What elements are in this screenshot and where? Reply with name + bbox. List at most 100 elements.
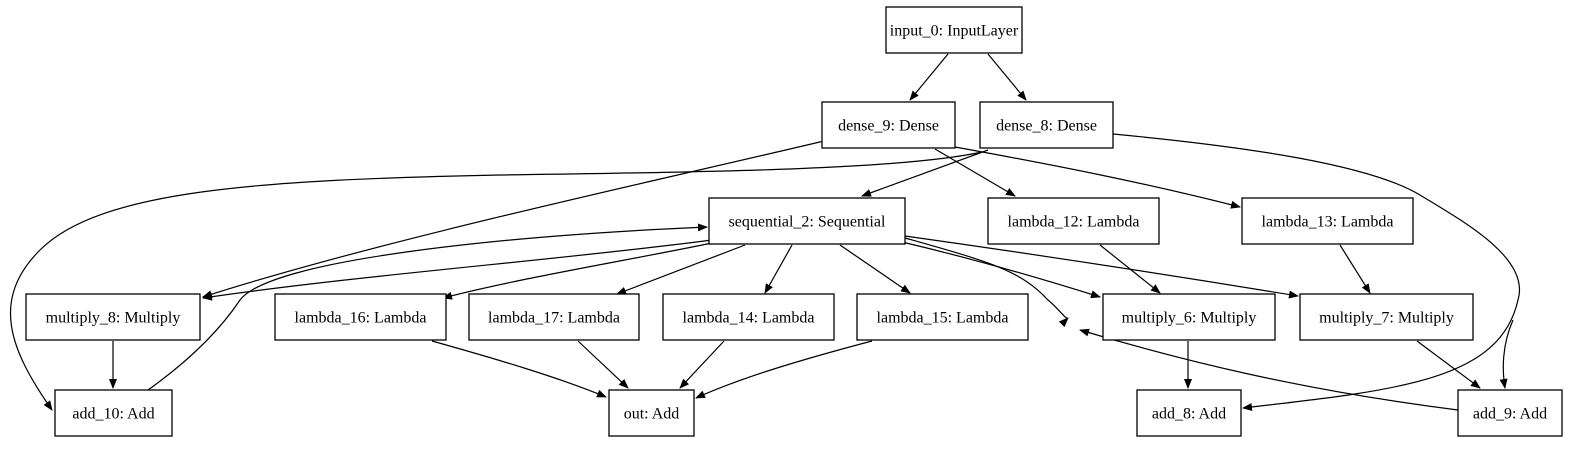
node-box (708, 197, 906, 245)
node-label: multiply_6: Multiply (1122, 310, 1257, 327)
nodes-layer: input_0: InputLayer dense_9: Dense dense_8… (25, 6, 1563, 437)
edge-path (954, 146, 1241, 209)
edge-path (147, 223, 708, 391)
edge-dense_9-to-lambda_13 (954, 146, 1241, 209)
edge-sequential_2-to-multiply_8 (202, 239, 713, 301)
node-label: multiply_8: Multiply (46, 310, 181, 327)
node-lambda_16: lambda_16: Lambda (274, 293, 447, 341)
node-multiply_7: multiply_7: Multiply (1299, 293, 1474, 341)
node-add_10: add_10: Add (54, 389, 173, 437)
node-box (274, 293, 447, 341)
edge-path (839, 244, 911, 294)
edge-sequential_2-to-lambda_17 (616, 244, 746, 295)
edge-sequential_2-to-lambda_14 (764, 244, 793, 294)
edge-path (202, 239, 713, 301)
node-label: multiply_7: Multiply (1319, 310, 1454, 327)
node-input_0: input_0: InputLayer (885, 6, 1023, 54)
edge-path (1416, 340, 1481, 389)
edge-dense_8-to-sequential_2 (861, 149, 989, 197)
node-label: lambda_13: Lambda (1262, 214, 1394, 231)
edge-lambda_17-to-out (577, 340, 629, 389)
edge-lambda_13-to-multiply_7 (1339, 244, 1371, 294)
node-label: lambda_12: Lambda (1008, 214, 1140, 231)
edge-path (934, 148, 1016, 197)
edge-path (861, 149, 989, 197)
node-box (662, 293, 835, 341)
node-label: lambda_16: Lambda (295, 310, 427, 327)
edge-path (695, 340, 873, 399)
node-multiply_6: multiply_6: Multiply (1102, 293, 1276, 341)
node-lambda_17: lambda_17: Lambda (468, 293, 640, 341)
node-box (1136, 389, 1242, 437)
node-box (1299, 293, 1474, 341)
edge-path (1079, 328, 1459, 411)
edge-path (987, 53, 1027, 101)
edge-path (202, 140, 825, 299)
node-lambda_12: lambda_12: Lambda (987, 197, 1160, 245)
edge-path (904, 237, 1069, 328)
node-box (54, 389, 173, 437)
node-label: sequential_2: Sequential (729, 214, 886, 231)
edge-sequential_2-to-lambda_16 (442, 242, 713, 300)
edges-layer (9, 53, 1521, 411)
edge-path (679, 340, 725, 389)
edge-input_0-to-dense_8 (987, 53, 1027, 101)
edge-dense_8-to-add_10 (9, 151, 983, 411)
node-label: dense_9: Dense (838, 118, 939, 135)
node-box (885, 6, 1023, 54)
node-label: out: Add (624, 406, 680, 423)
node-sequential_2: sequential_2: Sequential (708, 197, 906, 245)
node-label: lambda_14: Lambda (683, 310, 815, 327)
edge-dense_8-to-add_9 (1499, 319, 1514, 389)
node-box (25, 293, 201, 341)
node-box (608, 389, 695, 437)
node-label: add_8: Add (1152, 406, 1226, 423)
node-label: input_0: InputLayer (890, 23, 1019, 40)
node-box (1457, 389, 1563, 437)
edge-path (904, 235, 1299, 299)
edge-sequential_2-to-multiply_7 (904, 235, 1299, 299)
node-label: add_10: Add (72, 406, 154, 423)
node-out: out: Add (608, 389, 695, 437)
node-box (979, 101, 1114, 149)
node-box (1102, 293, 1276, 341)
edge-multiply_7-to-add_9 (1416, 340, 1481, 389)
node-box (1241, 197, 1414, 245)
node-label: lambda_15: Lambda (877, 310, 1009, 327)
node-box (856, 293, 1029, 341)
edge-dense_8-to-add_8 (1112, 133, 1521, 411)
node-label: dense_8: Dense (996, 118, 1097, 135)
node-label: add_9: Add (1473, 406, 1547, 423)
edge-path (577, 340, 629, 389)
edge-add_9-to-sequential_2 (1079, 328, 1459, 411)
edge-path (1099, 244, 1161, 294)
edge-lambda_12-to-multiply_6 (1099, 244, 1161, 294)
edge-path (616, 244, 746, 295)
node-label: lambda_17: Lambda (488, 310, 620, 327)
edge-path (442, 242, 713, 300)
node-lambda_13: lambda_13: Lambda (1241, 197, 1414, 245)
edge-path (431, 340, 607, 398)
edge-path (1339, 244, 1371, 294)
edge-add_8-to-sequential_2 (904, 237, 1069, 328)
edge-sequential_2-to-lambda_15 (839, 244, 911, 294)
edge-add_10-to-sequential_2 (147, 223, 708, 391)
node-dense_9: dense_9: Dense (821, 101, 956, 149)
edge-path (1499, 319, 1514, 389)
node-box (987, 197, 1160, 245)
node-box (468, 293, 640, 341)
node-box (821, 101, 956, 149)
edge-lambda_16-to-out (431, 340, 607, 398)
node-lambda_14: lambda_14: Lambda (662, 293, 835, 341)
node-add_8: add_8: Add (1136, 389, 1242, 437)
node-lambda_15: lambda_15: Lambda (856, 293, 1029, 341)
edge-path (9, 151, 983, 411)
edge-path (909, 53, 949, 101)
edge-lambda_15-to-out (695, 340, 873, 399)
node-dense_8: dense_8: Dense (979, 101, 1114, 149)
edge-lambda_14-to-out (679, 340, 725, 389)
edge-path (1112, 133, 1521, 411)
edge-path (764, 244, 793, 294)
node-multiply_8: multiply_8: Multiply (25, 293, 201, 341)
